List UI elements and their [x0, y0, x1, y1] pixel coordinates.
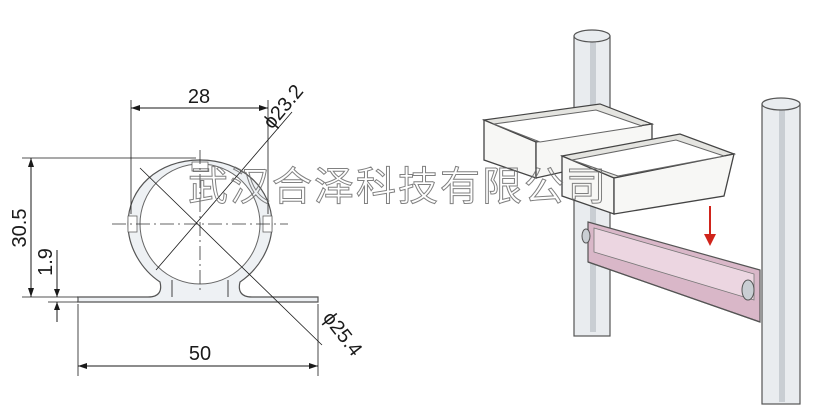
left-pipe-top: [573, 29, 611, 43]
dim-30-5-label: 30.5: [9, 209, 31, 248]
right-pipe-slot: [779, 110, 785, 402]
rail-end-roller: [741, 279, 755, 301]
rail-face: [593, 227, 755, 301]
tray-front: [559, 133, 737, 215]
down-arrow: [704, 206, 716, 246]
right-pipe-top: [761, 97, 801, 111]
company-watermark: 武汉合泽科技有限公司: [188, 164, 608, 210]
left-slot: [127, 215, 138, 233]
diameter-outer-leader: [139, 167, 323, 346]
dim-28-label: 28: [188, 86, 210, 108]
diameter-inner-leader: [155, 111, 293, 271]
dim-1-9-arrows: [54, 289, 60, 310]
rail-start-roller: [581, 228, 591, 244]
down-arrow-head: [704, 234, 716, 246]
tray-back-opening: [492, 109, 643, 143]
dim-50-label: 50: [189, 343, 211, 365]
assembly-illustration: [481, 29, 801, 405]
dim-1-9-label: 1.9: [35, 248, 57, 276]
dim-diameter-23-2-label: ϕ23.2: [259, 81, 308, 134]
tray-front-opening: [570, 139, 726, 177]
profile-drawing: 28 ϕ23.2 30.5 1.9 ϕ25.4 50: [9, 81, 366, 376]
right-pipe: [761, 97, 801, 405]
rail-bottom-edge: [587, 261, 761, 323]
flow-rail: [581, 221, 761, 323]
feet-stems: [171, 280, 229, 297]
dim-diameter-25-4-label: ϕ25.4: [318, 308, 366, 361]
